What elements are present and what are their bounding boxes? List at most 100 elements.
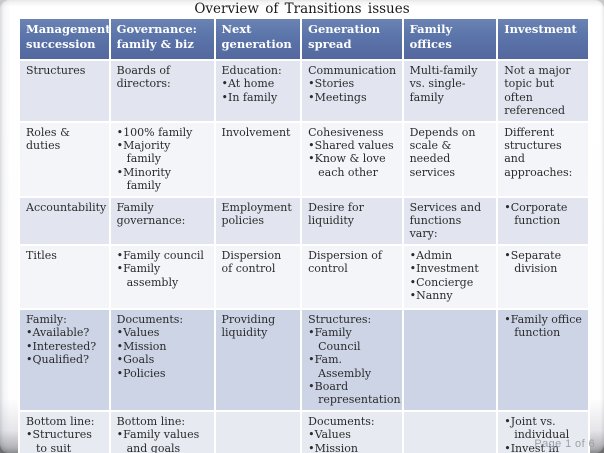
column-header: Family offices xyxy=(401,17,499,61)
bullet-item: Majority family xyxy=(117,139,208,166)
bullet-item: Family Council xyxy=(308,326,395,353)
table-cell xyxy=(401,409,499,453)
cell-text: Roles & duties xyxy=(26,125,70,153)
cell-text: Providing liquidity xyxy=(221,312,276,340)
column-header: Generation spread xyxy=(300,17,404,61)
cell-text: Dispersion of control xyxy=(308,248,382,276)
table-cell: CommunicationStoriesMeetings xyxy=(300,59,404,123)
cell-text: Family governance: xyxy=(116,200,186,228)
bullet-item: Nanny xyxy=(410,289,491,302)
bullet-item: Admin xyxy=(410,249,491,262)
cell-text: Documents: xyxy=(308,414,375,428)
table-cell: Accountability xyxy=(18,195,111,246)
cell-text: Communication xyxy=(308,64,397,77)
table-cell: Providing liquidity xyxy=(213,307,303,412)
table-row: Bottom line:Structures to suit family si… xyxy=(18,409,590,453)
cell-text: Services and functions vary: xyxy=(409,200,482,241)
table-cell: Separate division xyxy=(496,243,590,310)
bullet-item: Structures to suit family situation & de… xyxy=(26,428,103,453)
cell-text: Not a major topic but often referenced xyxy=(504,64,571,118)
table-cell: Dispersion of control xyxy=(213,243,303,310)
column-header: Next generation xyxy=(213,17,303,61)
cell-text: Titles xyxy=(26,248,57,262)
slide-title: Overview of Transitions issues xyxy=(194,1,410,17)
bullet-item: Family office function xyxy=(504,313,582,340)
cell-text: Education: xyxy=(221,64,282,77)
bullet-item: Joint vs. individual xyxy=(504,415,582,442)
cell-text: Boards of directors: xyxy=(116,64,171,91)
cell-text: Cohesiveness xyxy=(308,125,384,139)
table-cell: Joint vs. individualInvest in ventures o… xyxy=(496,409,590,453)
table-row: Roles & duties 100% familyMajority family… xyxy=(18,120,590,198)
bullet-item: Separate division xyxy=(504,249,582,276)
table-cell: Family councilFamily assembly xyxy=(108,243,216,310)
bullet-item: Board representation xyxy=(308,380,401,407)
table-cell: Boards of directors: xyxy=(108,59,216,123)
table-cell: Roles & duties xyxy=(18,120,111,198)
table-cell: Different structures and approaches: xyxy=(496,120,590,198)
cell-text: Accountability xyxy=(26,200,107,214)
table-row: Family:Available?Interested?Qualified?Do… xyxy=(18,307,590,412)
table-cell: Corporate function xyxy=(496,195,590,246)
bullet-item: Family assembly xyxy=(117,262,208,289)
cell-text: Structures: xyxy=(308,312,372,326)
bullet-item: Stories xyxy=(308,77,395,90)
bullet-item: At home xyxy=(222,77,295,90)
bullet-item: Mission xyxy=(117,340,208,353)
table-cell: 100% familyMajority familyMinority famil… xyxy=(108,120,216,198)
cell-text: Bottom line: xyxy=(116,414,186,428)
bullet-item: Goals xyxy=(117,353,208,366)
table-cell: Not a major topic but often referenced xyxy=(496,59,590,123)
cell-text: Different structures and approaches: xyxy=(504,125,573,179)
cell-text: Depends on scale & needed services xyxy=(409,125,476,179)
table-cell: Family governance: xyxy=(108,195,216,246)
bullet-item: Fam. Assembly xyxy=(308,353,395,380)
table-cell xyxy=(213,409,303,453)
table-cell: Dispersion of control xyxy=(300,243,404,310)
table-cell: Bottom line:Structures to suit family si… xyxy=(18,409,111,453)
bullet-item: Policies xyxy=(117,367,208,380)
cell-text: Desire for liquidity xyxy=(308,200,364,228)
cell-text: Documents: xyxy=(116,312,184,326)
table-cell: Family office function xyxy=(496,307,590,412)
bullet-item: Available? xyxy=(26,326,103,339)
bullet-item: Meetings xyxy=(308,91,395,104)
bullet-item: Concierge xyxy=(410,276,491,289)
cell-text: Employment policies xyxy=(221,200,292,228)
table-cell: Involvement xyxy=(213,120,303,198)
table-cell: Bottom line:Family values and goals shap… xyxy=(108,409,216,453)
table-cell: Structures xyxy=(18,59,111,123)
bullet-item: Qualified? xyxy=(26,353,103,366)
bullet-item: Investment xyxy=(410,262,491,275)
column-header: Governance: family & biz xyxy=(108,17,216,61)
table-cell: AdminInvestmentConciergeNanny xyxy=(401,243,499,310)
bullet-item: Interested? xyxy=(26,340,103,353)
table-cell: Documents:ValuesMissionGoalsPolicies xyxy=(108,307,216,412)
cell-text: Family: xyxy=(26,312,67,326)
cell-text: Bottom line: xyxy=(26,414,95,428)
table-cell: Desire for liquidity xyxy=(300,195,404,246)
bullet-item: Shared values xyxy=(308,139,395,152)
bullet-item: Family values and goals shape the busine… xyxy=(117,428,208,453)
bullet-item: 100% family xyxy=(117,126,208,139)
table-cell: Employment policies xyxy=(213,195,303,246)
table-cell: Depends on scale & needed services xyxy=(401,120,499,198)
table-cell xyxy=(401,307,499,412)
bullet-item: Minority family xyxy=(117,166,208,193)
cell-text: Involvement xyxy=(221,125,291,139)
cell-text: Dispersion of control xyxy=(221,248,282,276)
table-cell: Family:Available?Interested?Qualified? xyxy=(18,307,111,412)
bullet-item: Invest in ventures of family members? xyxy=(504,442,582,453)
bullet-item: Know & love each other xyxy=(308,152,395,179)
bullet-item: Mission xyxy=(308,442,395,453)
bullet-item: Corporate function xyxy=(504,201,582,228)
cell-text: Multi-family vs. single-family xyxy=(409,64,478,104)
table-cell: Education:At homeIn family xyxy=(213,59,303,123)
page-number: Page 1 of 6 xyxy=(534,438,595,450)
column-header: Management succession xyxy=(18,17,111,61)
